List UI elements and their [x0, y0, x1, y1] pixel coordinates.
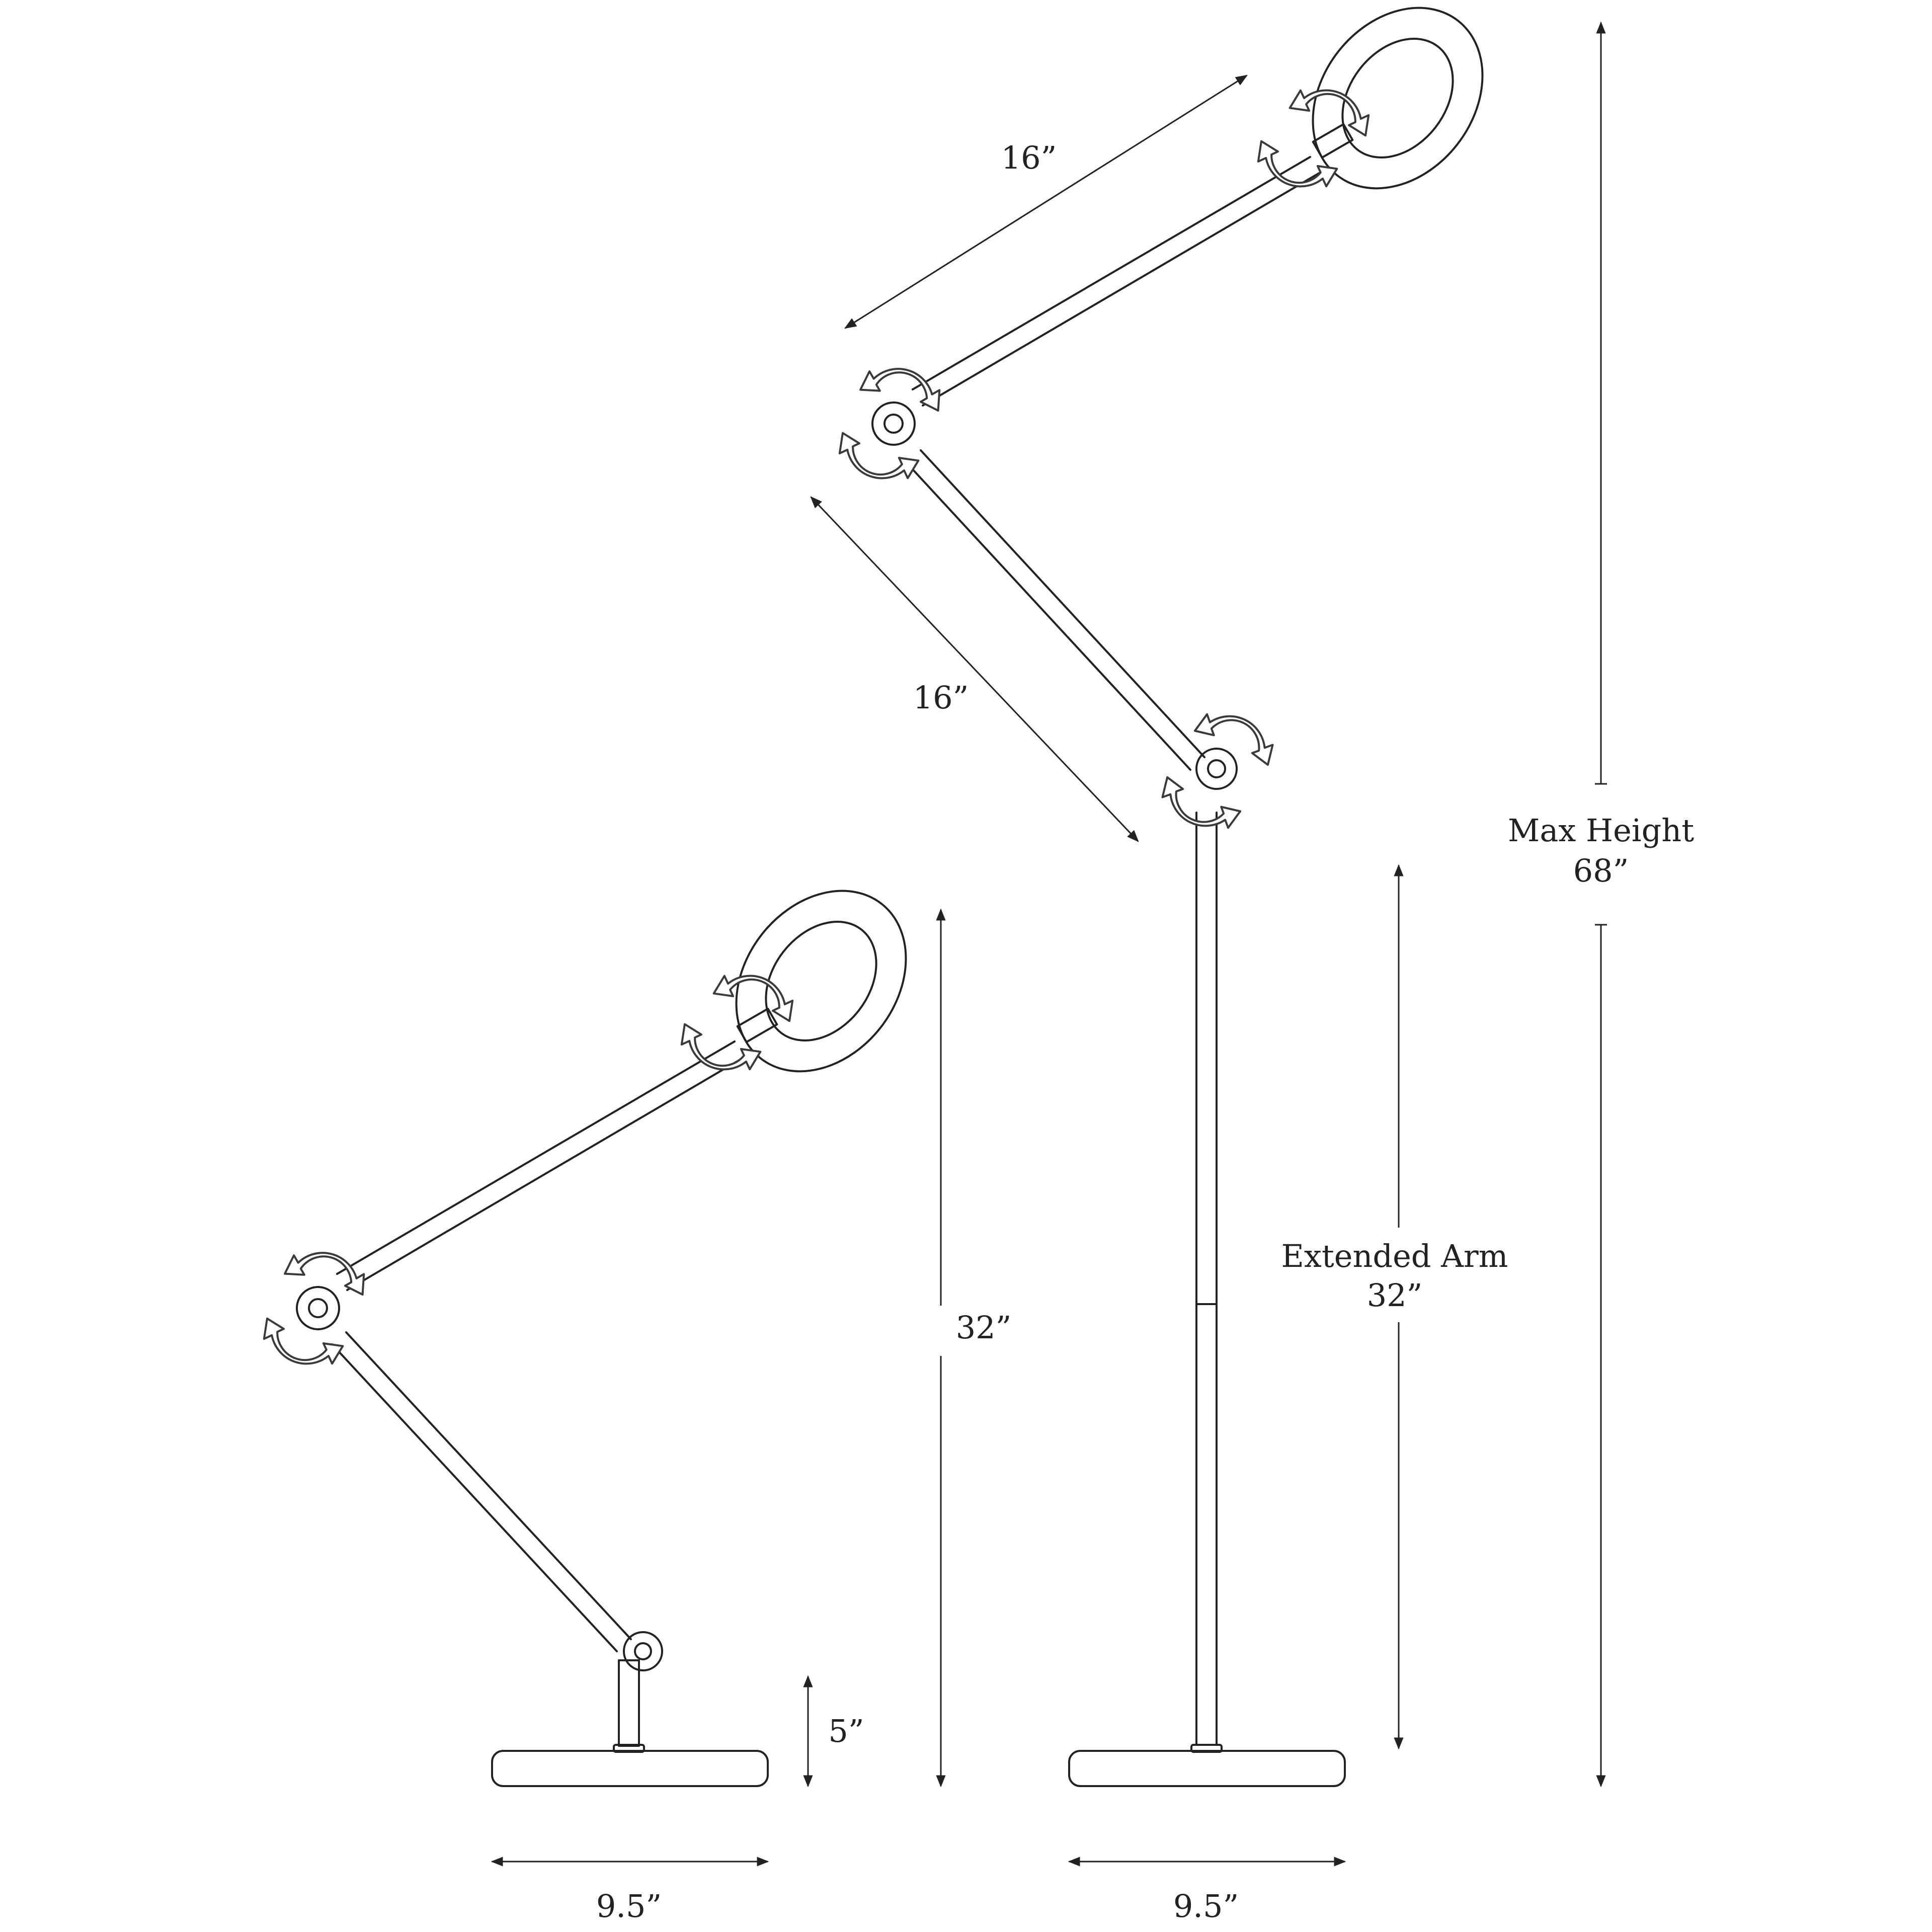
desk-lamp-lower-joint	[623, 1631, 663, 1671]
dimension-label-max-height-title: Max Height	[1508, 812, 1694, 849]
floor-lamp-base-collar	[1190, 1744, 1223, 1753]
dimension-label-left-base-width: 9.5”	[596, 1888, 662, 1924]
dimension-label-upper-arm: 16”	[1001, 139, 1057, 176]
desk-lamp-stem	[618, 1659, 640, 1747]
dimension-label-right-base-width: 9.5”	[1173, 1888, 1239, 1924]
desk-lamp-ring-head	[735, 890, 907, 1073]
dimension-label-base-stem: 5”	[828, 1713, 864, 1749]
dimension-label-extended-arm-title: Extended Arm	[1281, 1238, 1508, 1274]
desk-lamp-upper-arm	[336, 1040, 745, 1291]
floor-lamp-elbow-joint-pin	[883, 414, 904, 434]
dimension-base-stem: 5”	[803, 1675, 864, 1788]
dimension-lower-arm: 16”	[810, 496, 1139, 842]
dimension-label-desk-height: 32”	[956, 1309, 1012, 1346]
rotation-arrow-icon	[1289, 77, 1378, 137]
desk-lamp-lower-arm	[331, 1331, 632, 1652]
floor-lamp-lower-arm	[906, 449, 1205, 771]
floor-lamp-pole-joint-pin	[1207, 759, 1226, 778]
desk-lamp-base	[491, 1750, 769, 1787]
dimension-upper-arm: 16”	[844, 74, 1248, 329]
dimension-extended-arm: Extended Arm 32”	[1281, 864, 1508, 1750]
floor-lamp-base	[1068, 1750, 1346, 1787]
dimension-left-base-width: 9.5”	[491, 1857, 769, 1924]
floor-lamp-pole	[1195, 812, 1218, 1746]
floor-lamp	[831, 7, 1484, 1787]
dimension-label-lower-arm: 16”	[913, 679, 969, 716]
rotation-arrow-icon	[284, 1242, 372, 1296]
floor-lamp-pole-joint	[1195, 748, 1238, 790]
rotation-arrow-icon	[1249, 140, 1338, 199]
dimension-right-base-width: 9.5”	[1068, 1857, 1346, 1924]
dimension-desk-height: 32”	[936, 908, 1012, 1788]
rotation-arrow-icon	[1193, 701, 1282, 766]
desk-lamp-elbow-joint	[296, 1286, 340, 1330]
desk-lamp-elbow-joint-pin	[308, 1298, 328, 1318]
rotation-arrow-icon	[255, 1317, 344, 1377]
floor-lamp-elbow-joint	[871, 401, 916, 446]
floor-lamp-upper-arm	[912, 156, 1320, 407]
desk-lamp	[255, 890, 907, 1787]
rotation-arrow-icon	[859, 358, 947, 412]
dimension-label-max-height-value: 68”	[1573, 852, 1629, 889]
dimension-label-extended-arm-value: 32”	[1367, 1277, 1423, 1314]
desk-lamp-lower-joint-pin	[634, 1642, 652, 1660]
rotation-arrow-icon	[712, 963, 801, 1022]
floor-lamp-ring-head	[1312, 7, 1484, 190]
dimension-max-height: Max Height 68”	[1508, 21, 1694, 1788]
